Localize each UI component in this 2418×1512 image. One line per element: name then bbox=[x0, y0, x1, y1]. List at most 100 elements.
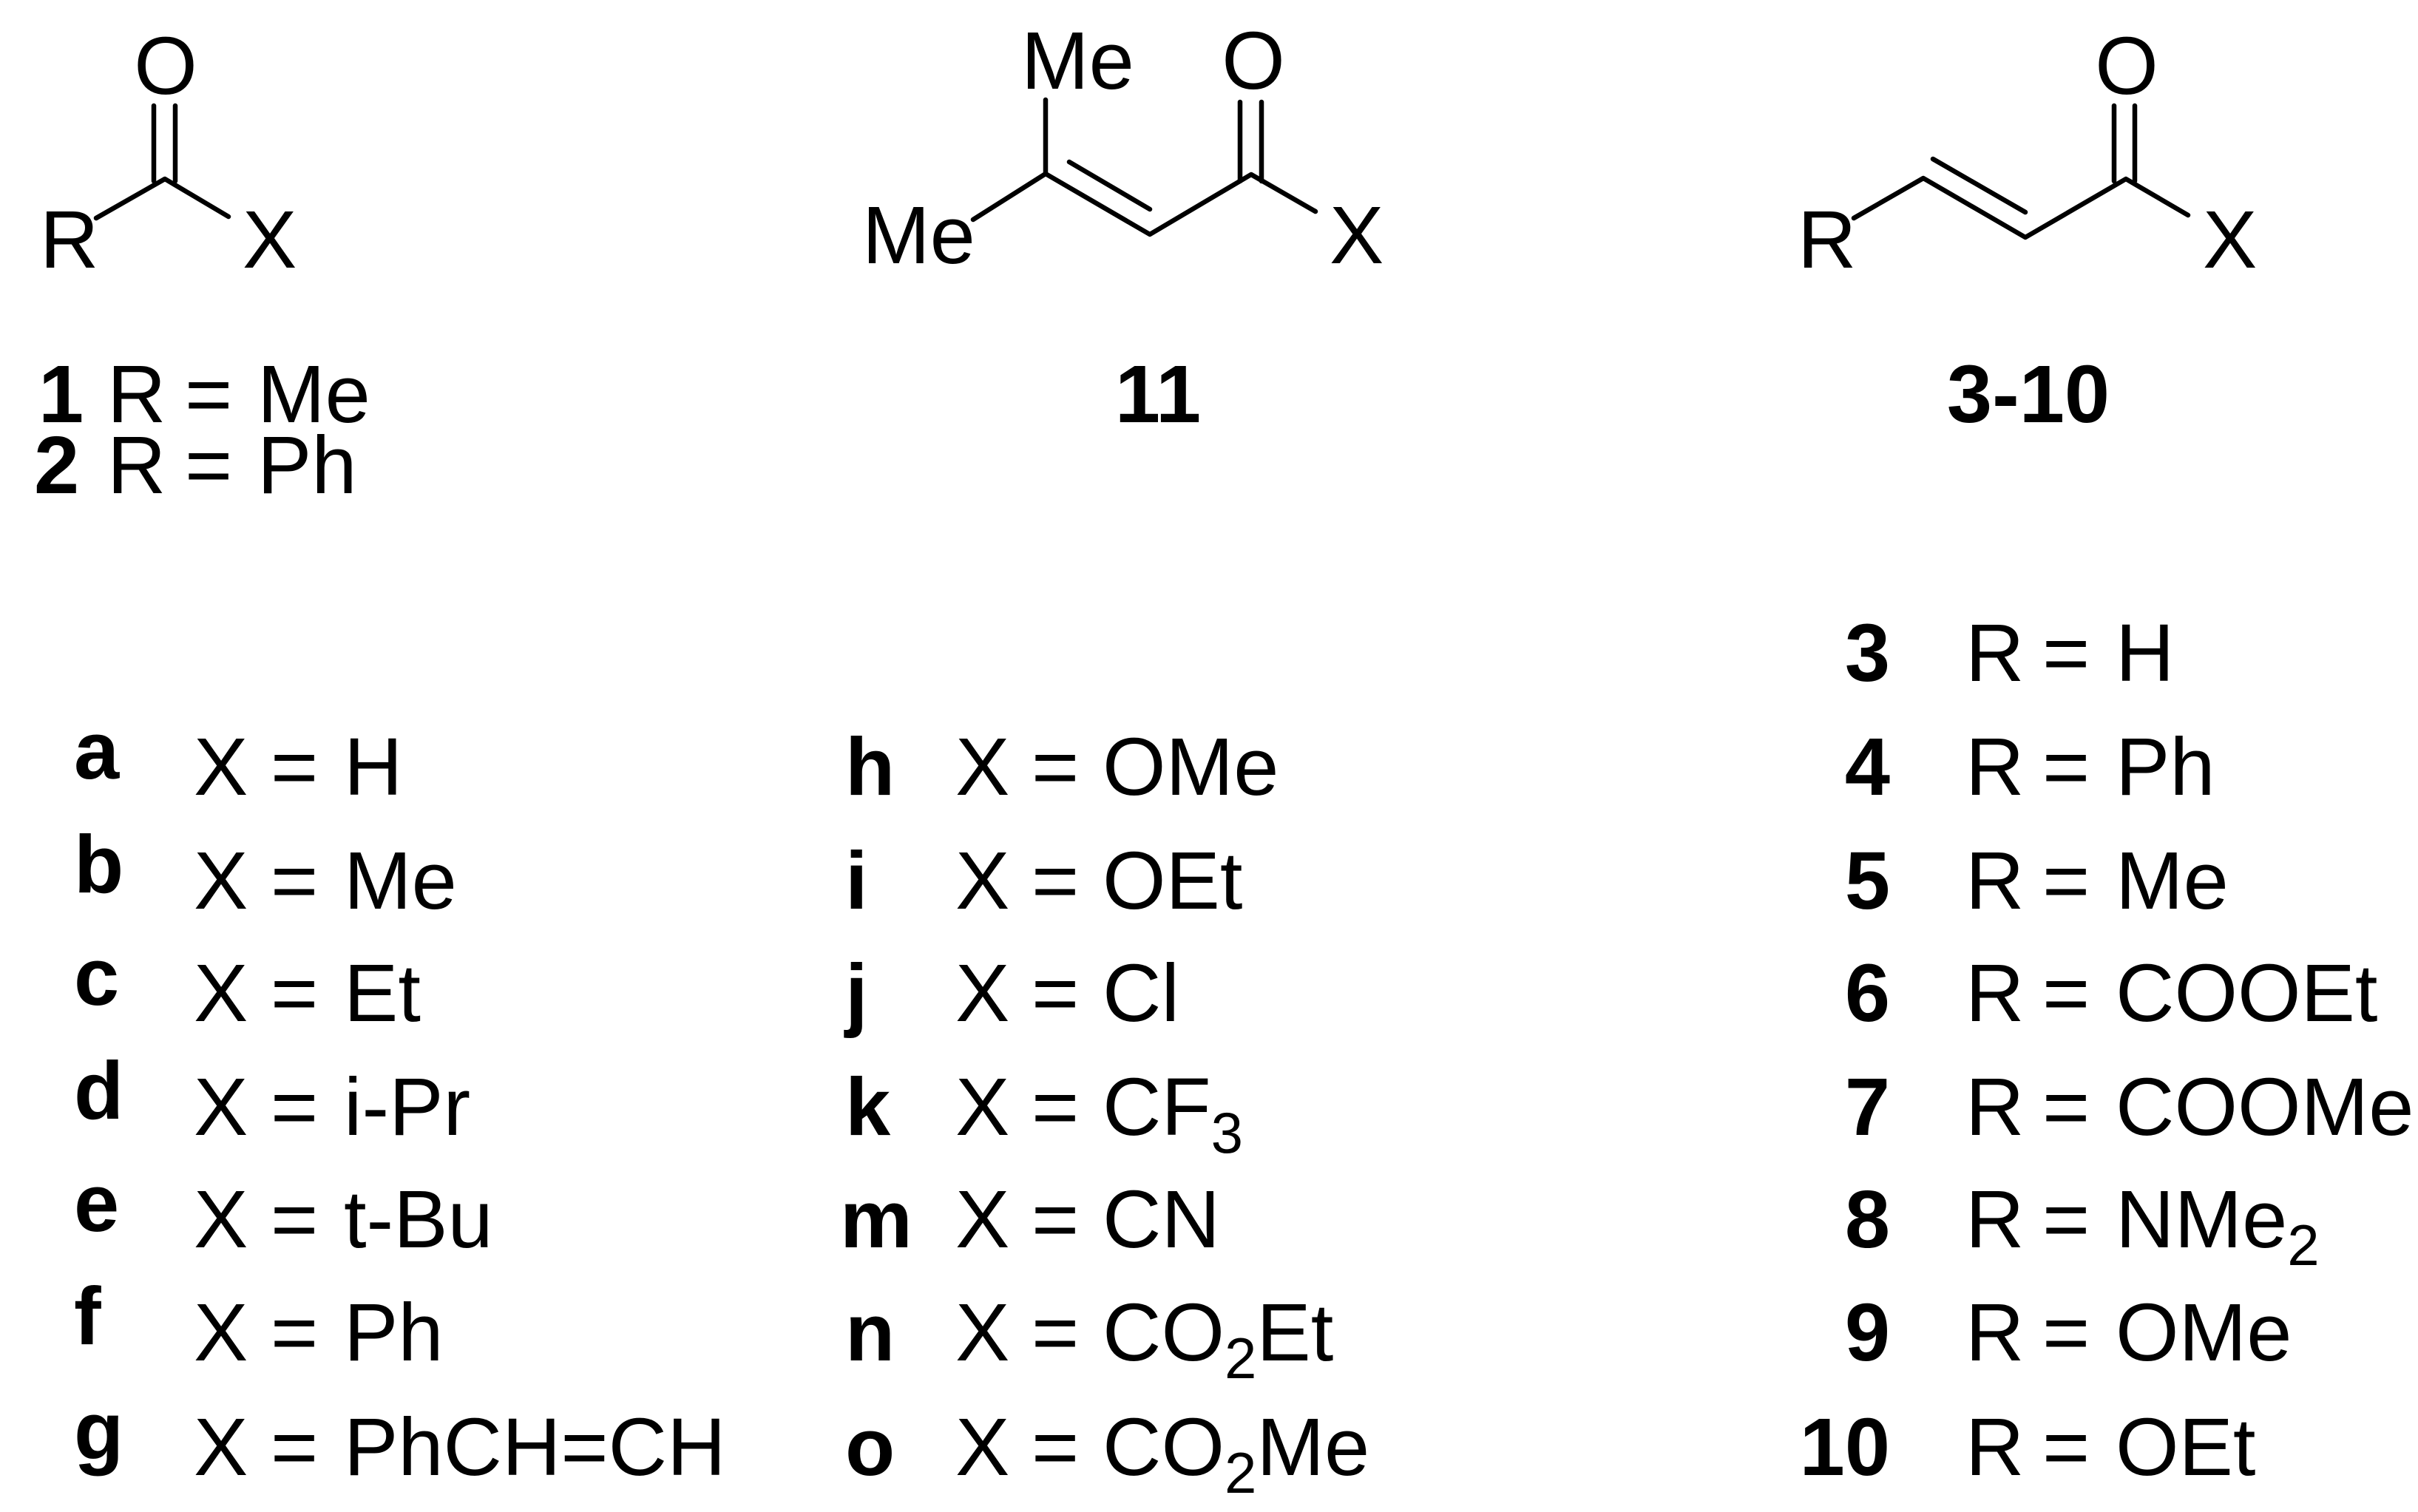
r-value: OEt bbox=[2116, 1402, 2256, 1493]
equals: = bbox=[185, 420, 232, 511]
equals: = bbox=[2042, 608, 2090, 699]
compound-number: 6 bbox=[1845, 948, 1890, 1039]
equals: = bbox=[271, 1402, 318, 1493]
list-item: m X = CN bbox=[840, 1174, 1220, 1265]
r-label: R bbox=[1965, 1402, 2024, 1493]
bond-chain bbox=[1851, 175, 2191, 240]
equals: = bbox=[2042, 1402, 2090, 1493]
r-value: NMe2 bbox=[2116, 1174, 2320, 1278]
list-item: 3 R = H bbox=[1845, 608, 2175, 699]
r-value: COOMe bbox=[2116, 1062, 2414, 1153]
series-letter: g bbox=[74, 1386, 123, 1477]
list-item: g X = PhCH=CH bbox=[74, 1386, 726, 1493]
compound-number: 1 bbox=[38, 349, 84, 440]
x-label: X bbox=[955, 948, 1009, 1039]
list-item: k X = CF3 bbox=[845, 1062, 1243, 1165]
series-letter: e bbox=[74, 1158, 119, 1249]
r-value: COOEt bbox=[2116, 948, 2378, 1039]
r-value: H bbox=[2116, 608, 2174, 699]
bond-chain bbox=[970, 171, 1318, 237]
r-value: Ph bbox=[257, 420, 357, 511]
equals: = bbox=[185, 349, 232, 440]
series-letter: n bbox=[845, 1287, 895, 1378]
series-letter: a bbox=[74, 705, 120, 796]
x-substituent-column-2: h X = OMe i X = OEt j X = Cl k X = CF3 m… bbox=[840, 722, 1369, 1505]
x-label: X bbox=[194, 722, 248, 813]
x-label: X bbox=[955, 1062, 1009, 1153]
equals: = bbox=[1032, 1062, 1079, 1153]
r-label: R bbox=[1965, 835, 2024, 926]
equals: = bbox=[271, 948, 318, 1039]
equals: = bbox=[1032, 1402, 1079, 1493]
x-label: X bbox=[194, 1287, 248, 1378]
x-label: X bbox=[194, 1062, 248, 1153]
series-letter: m bbox=[840, 1174, 912, 1265]
list-item: 4 R = Ph bbox=[1845, 722, 2215, 813]
series-letter: b bbox=[74, 819, 123, 910]
structure-3-10: R O X 3-10 bbox=[1798, 21, 2257, 440]
r-substituent-column: 3 R = H 4 R = Ph 5 R = Me 6 R = COOEt 7 … bbox=[1800, 608, 2414, 1493]
series-letter: j bbox=[844, 948, 868, 1039]
x-label: X bbox=[194, 1174, 248, 1265]
list-item: 9 R = OMe bbox=[1845, 1287, 2292, 1378]
atom-x: X bbox=[1330, 190, 1384, 281]
equals: = bbox=[271, 1174, 318, 1265]
equals: = bbox=[271, 722, 318, 813]
r-value: Ph bbox=[2116, 722, 2215, 813]
x-label: X bbox=[194, 835, 248, 926]
subscript: 2 bbox=[2287, 1213, 2319, 1278]
r-label: R bbox=[107, 349, 166, 440]
list-item: a X = H bbox=[74, 705, 402, 813]
r-label: R bbox=[1965, 1287, 2024, 1378]
compound-number: 3 bbox=[1845, 608, 1890, 699]
x-value: CO2Et bbox=[1103, 1287, 1333, 1391]
equals: = bbox=[1032, 835, 1079, 926]
compound-label-11: 11 bbox=[1115, 349, 1201, 440]
x-value: CO2Me bbox=[1103, 1402, 1369, 1505]
x-substituent-column-1: a X = H b X = Me c X = Et d X = i-Pr e X… bbox=[74, 705, 726, 1493]
subscript: 2 bbox=[1225, 1440, 1256, 1505]
list-item: j X = Cl bbox=[844, 948, 1179, 1039]
atom-o: O bbox=[2095, 21, 2158, 112]
list-item: h X = OMe bbox=[845, 722, 1279, 813]
r-label: R bbox=[1965, 1062, 2024, 1153]
x-value: OEt bbox=[1103, 835, 1243, 926]
atom-o: O bbox=[1222, 16, 1285, 106]
x-label: X bbox=[955, 722, 1009, 813]
equals: = bbox=[2042, 835, 2090, 926]
atom-me-top: Me bbox=[1021, 16, 1134, 106]
equals: = bbox=[2042, 1174, 2090, 1265]
equals: = bbox=[1032, 1287, 1079, 1378]
list-item: d X = i-Pr bbox=[74, 1045, 470, 1153]
x-value: i-Pr bbox=[344, 1062, 470, 1153]
atom-me-left: Me bbox=[862, 190, 975, 281]
bond-cc-double-inner bbox=[1930, 156, 2028, 215]
bond-cc-double-inner bbox=[1066, 159, 1153, 212]
atom-x: X bbox=[2203, 194, 2257, 285]
equals: = bbox=[271, 1062, 318, 1153]
list-item: 5 R = Me bbox=[1845, 835, 2229, 926]
compound-label-3-10: 3-10 bbox=[1947, 349, 2110, 440]
equals: = bbox=[2042, 948, 2090, 1039]
list-item: 10 R = OEt bbox=[1800, 1402, 2256, 1493]
list-item: c X = Et bbox=[74, 932, 421, 1039]
compound-number: 7 bbox=[1845, 1062, 1890, 1153]
x-value: Cl bbox=[1103, 948, 1179, 1039]
series-letter: h bbox=[845, 722, 895, 813]
compound-number: 9 bbox=[1845, 1287, 1890, 1378]
list-item: 7 R = COOMe bbox=[1845, 1062, 2414, 1153]
x-value: Et bbox=[344, 948, 421, 1039]
compound-number: 5 bbox=[1845, 835, 1890, 926]
equals: = bbox=[1032, 1174, 1079, 1265]
x-value: OMe bbox=[1103, 722, 1279, 813]
series-letter: d bbox=[74, 1045, 123, 1136]
x-value: Ph bbox=[344, 1287, 444, 1378]
equals: = bbox=[271, 835, 318, 926]
structure-carbonyl: O R X bbox=[40, 21, 297, 285]
equals: = bbox=[1032, 948, 1079, 1039]
list-item: o X = CO2Me bbox=[845, 1402, 1369, 1505]
r-value: Me bbox=[257, 349, 370, 440]
r-value: OMe bbox=[2116, 1287, 2292, 1378]
r-label: R bbox=[1965, 948, 2024, 1039]
equals: = bbox=[2042, 1062, 2090, 1153]
